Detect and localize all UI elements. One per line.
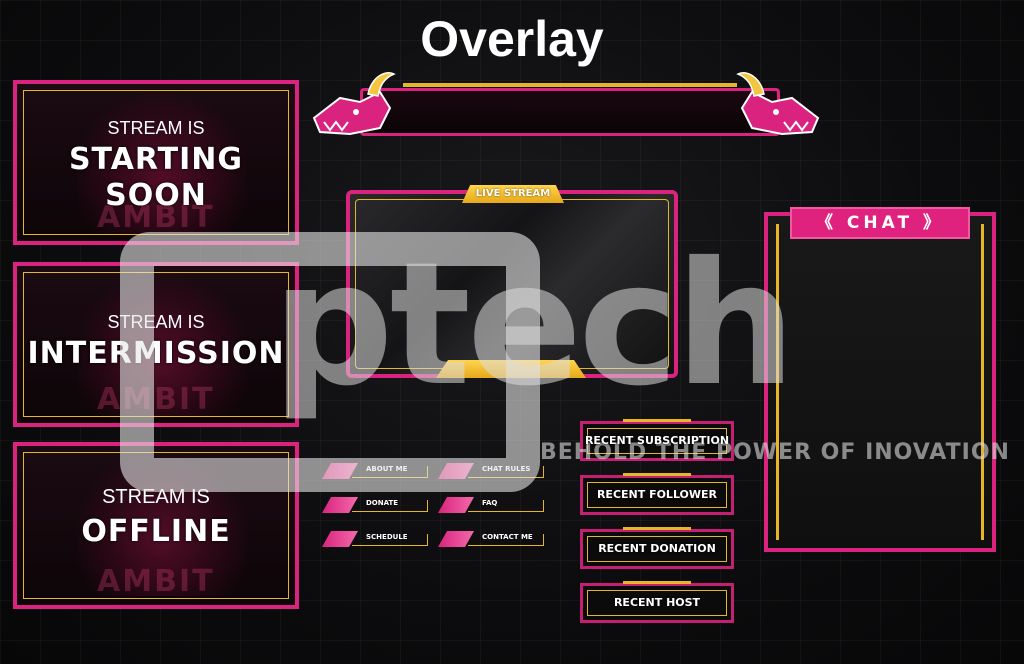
menu-button-accent xyxy=(322,531,358,547)
menu-button-bar xyxy=(468,534,544,546)
recent-panel-label: RECENT DONATION xyxy=(598,542,716,555)
top-banner xyxy=(360,83,780,136)
page-title: Overlay xyxy=(420,11,604,67)
recent-panel-label: RECENT SUBSCRIPTION xyxy=(584,434,730,447)
menu-button-faq[interactable]: FAQ xyxy=(438,497,546,513)
recent-host-panel: RECENT HOST xyxy=(580,581,734,623)
menu-button-schedule[interactable]: SCHEDULE xyxy=(322,531,430,547)
dragon-bg-mark xyxy=(77,276,247,416)
live-stream-tab: LIVE STREAM xyxy=(462,185,564,203)
dragon-bg-mark xyxy=(77,94,247,234)
scene-label-big: OFFLINE xyxy=(81,514,231,549)
recent-follower-panel: RECENT FOLLOWER xyxy=(580,473,734,515)
watermark-tagline: BEHOLD THE POWER OF INOVATION xyxy=(540,440,1010,465)
scene-starting-soon: AMBIT STREAM IS STARTING SOON xyxy=(13,80,299,245)
menu-button-donate[interactable]: DONATE xyxy=(322,497,430,513)
menu-button-label: SCHEDULE xyxy=(366,533,408,541)
watermark-frame-shape xyxy=(120,232,540,492)
scene-label-big-2: SOON xyxy=(105,178,207,213)
recent-donation-panel: RECENT DONATION xyxy=(580,527,734,569)
chat-frame xyxy=(764,212,996,552)
scene-label-big: STARTING xyxy=(68,142,244,177)
menu-button-contact-me[interactable]: CONTACT ME xyxy=(438,531,546,547)
recent-panel-label: RECENT FOLLOWER xyxy=(596,488,718,501)
scene-bg-text: AMBIT xyxy=(97,564,215,599)
menu-button-accent xyxy=(438,497,474,513)
menu-button-label: CONTACT ME xyxy=(482,533,533,541)
menu-button-accent xyxy=(438,531,474,547)
menu-button-bar xyxy=(352,534,428,546)
dragon-head-left-icon xyxy=(312,72,396,136)
scene-label-big: INTERMISSION xyxy=(27,336,285,371)
chat-header: 《 CHAT 》 xyxy=(790,207,970,239)
watermark-brand: ptech xyxy=(272,226,796,424)
dragon-head-right-icon xyxy=(736,72,820,136)
menu-button-bar xyxy=(468,500,544,512)
menu-button-label: DONATE xyxy=(366,499,399,507)
recent-panel-label: RECENT HOST xyxy=(613,596,701,609)
scene-intermission: AMBIT STREAM IS INTERMISSION xyxy=(13,262,299,427)
menu-button-bar xyxy=(352,500,428,512)
scene-label-small: STREAM IS xyxy=(107,118,205,138)
recent-subscription-panel: RECENT SUBSCRIPTION xyxy=(580,419,734,461)
menu-button-label: FAQ xyxy=(482,499,498,507)
menu-button-accent xyxy=(322,497,358,513)
scene-bg-text: AMBIT xyxy=(97,200,215,235)
scene-bg-text: AMBIT xyxy=(97,382,215,417)
